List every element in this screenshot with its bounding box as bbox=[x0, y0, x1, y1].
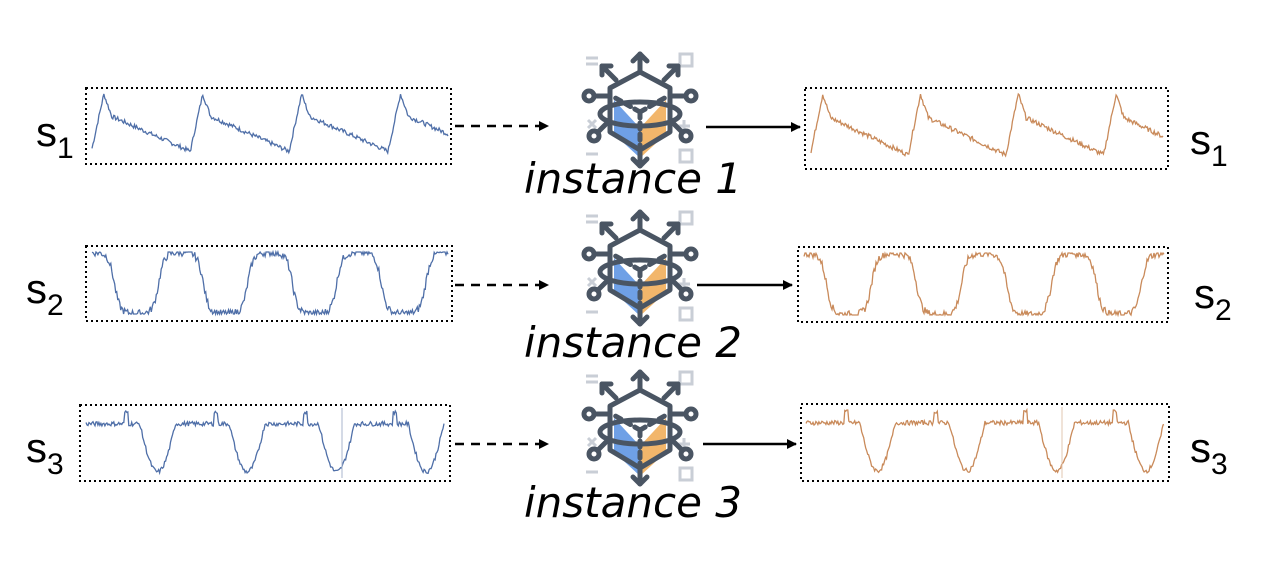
instance-label-3: instance 3 bbox=[524, 478, 742, 527]
input-series-line-2 bbox=[91, 249, 449, 317]
instance-label-2: instance 2 bbox=[524, 318, 742, 367]
row-3: s3 instance 3 s3 bbox=[26, 372, 1228, 527]
model-icon-2 bbox=[584, 212, 696, 324]
input-series-label-2: s2 bbox=[26, 265, 64, 322]
model-icon-1 bbox=[584, 54, 696, 166]
output-series-label-1: s1 bbox=[1190, 116, 1228, 173]
input-series-label-3: s3 bbox=[26, 424, 64, 481]
output-series-label-2: s2 bbox=[1194, 270, 1232, 327]
row-2: s2 instance 2 s2 bbox=[26, 212, 1232, 367]
output-series-line-3 bbox=[805, 407, 1165, 474]
input-series-label-1: s1 bbox=[36, 108, 74, 165]
instance-label-1: instance 1 bbox=[524, 154, 742, 203]
model-icon-3 bbox=[584, 372, 696, 484]
output-series-line-1 bbox=[810, 92, 1164, 158]
output-series-box-1 bbox=[804, 87, 1169, 170]
output-series-line-2 bbox=[803, 250, 1165, 318]
output-series-box-2 bbox=[797, 246, 1169, 323]
output-series-box-3 bbox=[800, 403, 1170, 482]
output-series-label-3: s3 bbox=[1190, 424, 1228, 481]
input-series-box-1 bbox=[85, 87, 452, 165]
row-1: s1 instance 1 s1 bbox=[36, 54, 1228, 203]
input-series-line-1 bbox=[91, 93, 449, 156]
input-series-box-3 bbox=[79, 404, 451, 482]
input-series-line-3 bbox=[85, 409, 445, 476]
